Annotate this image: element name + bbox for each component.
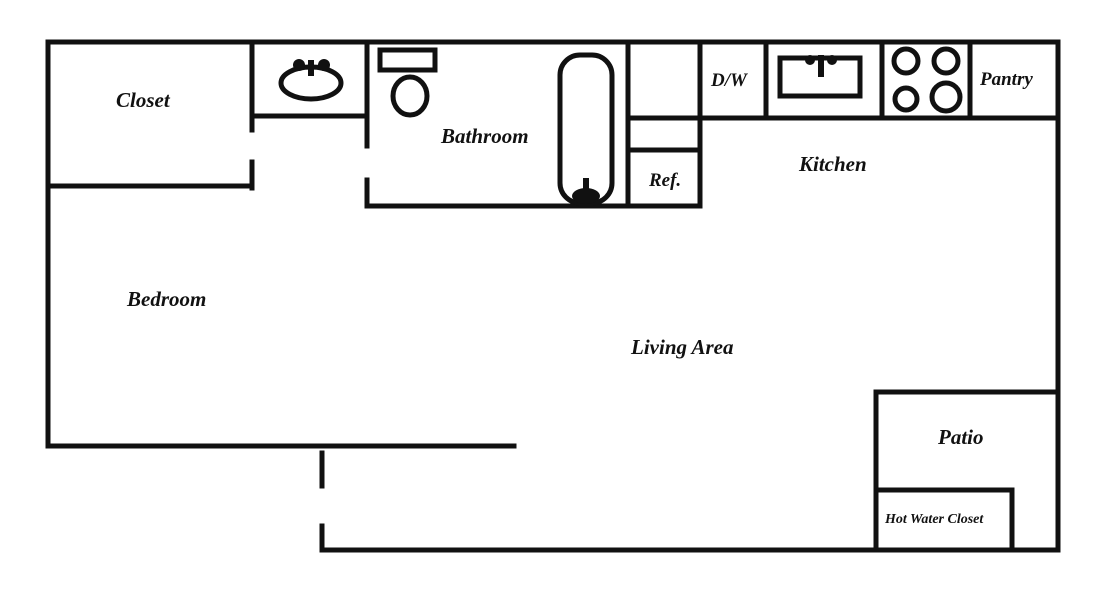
- stove-burners-icon: [891, 46, 963, 114]
- room-label-kitchen: Kitchen: [799, 152, 867, 176]
- bathtub-icon: [557, 52, 615, 206]
- room-label-patio: Patio: [938, 425, 984, 449]
- vanity-sink-icon: [278, 59, 344, 102]
- walls: [45, 39, 1061, 553]
- toilet-icon: [377, 47, 438, 118]
- room-label-living-area: Living Area: [631, 335, 734, 359]
- room-label-pantry: Pantry: [980, 69, 1033, 90]
- room-label-closet: Closet: [116, 88, 170, 112]
- room-label-hot-water-closet: Hot Water Closet: [885, 512, 984, 527]
- wall-hwc: [877, 487, 1015, 553]
- room-label-ref: Ref.: [649, 170, 682, 191]
- room-label-bathroom: Bathroom: [441, 124, 529, 148]
- room-label-bedroom: Bedroom: [127, 287, 207, 311]
- room-label-dw: D/W: [711, 70, 747, 91]
- kitchen-sink-icon: [777, 55, 863, 99]
